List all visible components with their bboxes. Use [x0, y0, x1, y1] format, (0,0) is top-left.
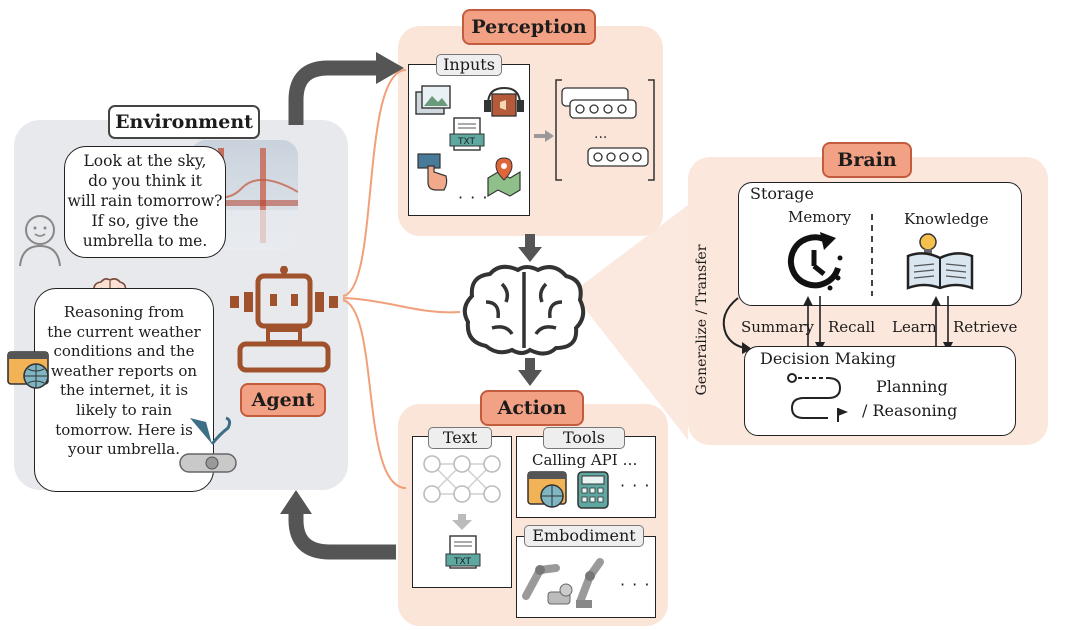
user-bubble-line: will rain tomorrow? — [67, 192, 223, 210]
planning-route-icon — [787, 373, 848, 422]
agent-bubble-line: Reasoning from — [63, 303, 185, 321]
brain-spotlight-beam — [578, 205, 688, 440]
input-modalities-icons: TXT — [415, 85, 524, 198]
knowledge-label: Knowledge — [904, 210, 989, 228]
agent-bubble-line: the current weather — [47, 322, 201, 341]
neural-network-to-text-icon: TXT — [423, 455, 501, 569]
generalize-transfer-label: Generalize / Transfer — [694, 244, 710, 396]
decision-making-label: Decision Making — [760, 349, 897, 368]
perception-txt-label: TXT — [457, 137, 476, 147]
embodiment-ellipsis: · · · — [620, 575, 651, 594]
svg-text:···: ··· — [594, 130, 607, 146]
recall-label: Recall — [828, 318, 876, 336]
brain-title: Brain — [822, 142, 912, 178]
agent-label: Agent — [240, 383, 326, 417]
user-bubble-line: umbrella to me. — [82, 232, 208, 250]
user-person-icon — [19, 215, 61, 267]
knowledge-book-bulb-icon — [906, 233, 974, 290]
web-browser-globe-icon — [7, 351, 49, 389]
decision-making-box — [744, 346, 1016, 436]
environment-title: Environment — [108, 105, 260, 139]
audio-book-icon — [484, 86, 524, 117]
agent-to-brain-connector — [342, 297, 461, 314]
storage-label: Storage — [750, 184, 814, 203]
embedding-tokens-graphic: ··· — [555, 79, 655, 181]
agent-bubble-line: tomorrow. Here is — [55, 420, 193, 439]
user-speech-bubble: Look at the sky, do you think it will ra… — [64, 146, 226, 258]
agent-to-perception-connector — [342, 69, 407, 297]
text-label: Text — [428, 427, 492, 449]
agent-to-action-connector — [342, 299, 407, 489]
action-txt-label: TXT — [453, 557, 472, 567]
agent-bubble-line: weather reports on — [50, 361, 198, 380]
memory-label: Memory — [788, 208, 852, 226]
tools-ellipsis: · · · — [620, 476, 651, 495]
image-icon — [415, 85, 451, 115]
agent-bubble-line: likely to rain — [76, 400, 172, 419]
encode-arrow — [534, 130, 554, 142]
central-brain-icon — [462, 264, 586, 356]
perception-to-brain-arrow — [518, 247, 542, 262]
agent-bubble-line: your umbrella. — [68, 440, 180, 459]
summary-label: Summary — [741, 318, 814, 336]
planning-label: Planning — [876, 377, 948, 396]
storage-divider — [871, 214, 873, 296]
action-to-env-arrow — [288, 512, 396, 560]
learn-label: Learn — [892, 318, 937, 336]
user-bubble-line: do you think it — [88, 172, 202, 190]
text-document-icon — [449, 117, 485, 151]
umbrella-robot-hand-icon — [179, 416, 237, 473]
storage-box — [738, 182, 1022, 306]
api-tools-icons — [527, 471, 609, 509]
user-bubble-line: If so, give the — [91, 212, 199, 230]
embodiment-label: Embodiment — [524, 525, 644, 547]
action-title: Action — [480, 390, 584, 426]
env-to-perception-arrow — [288, 60, 378, 125]
reasoning-label: / Reasoning — [862, 401, 958, 420]
agent-bubble-line: the internet, it is — [59, 381, 189, 400]
inputs-label: Inputs — [436, 54, 502, 76]
agent-bubble-line: conditions and the — [53, 342, 195, 361]
brain-to-action-arrow — [518, 370, 542, 386]
agent-robot-icon — [230, 266, 338, 373]
retrieve-label: Retrieve — [953, 318, 1018, 336]
memory-clock-icon — [787, 232, 843, 291]
perception-title: Perception — [462, 9, 596, 45]
user-bubble-line: Look at the sky, — [83, 152, 207, 170]
touch-screen-icon — [417, 153, 448, 191]
storage-decision-arrows — [722, 296, 953, 354]
robot-arms-icon — [522, 558, 604, 608]
inputs-ellipsis: · · · — [458, 188, 489, 207]
map-location-icon — [487, 157, 521, 198]
calling-api-label: Calling API … — [532, 451, 638, 469]
tools-label: Tools — [543, 427, 625, 449]
